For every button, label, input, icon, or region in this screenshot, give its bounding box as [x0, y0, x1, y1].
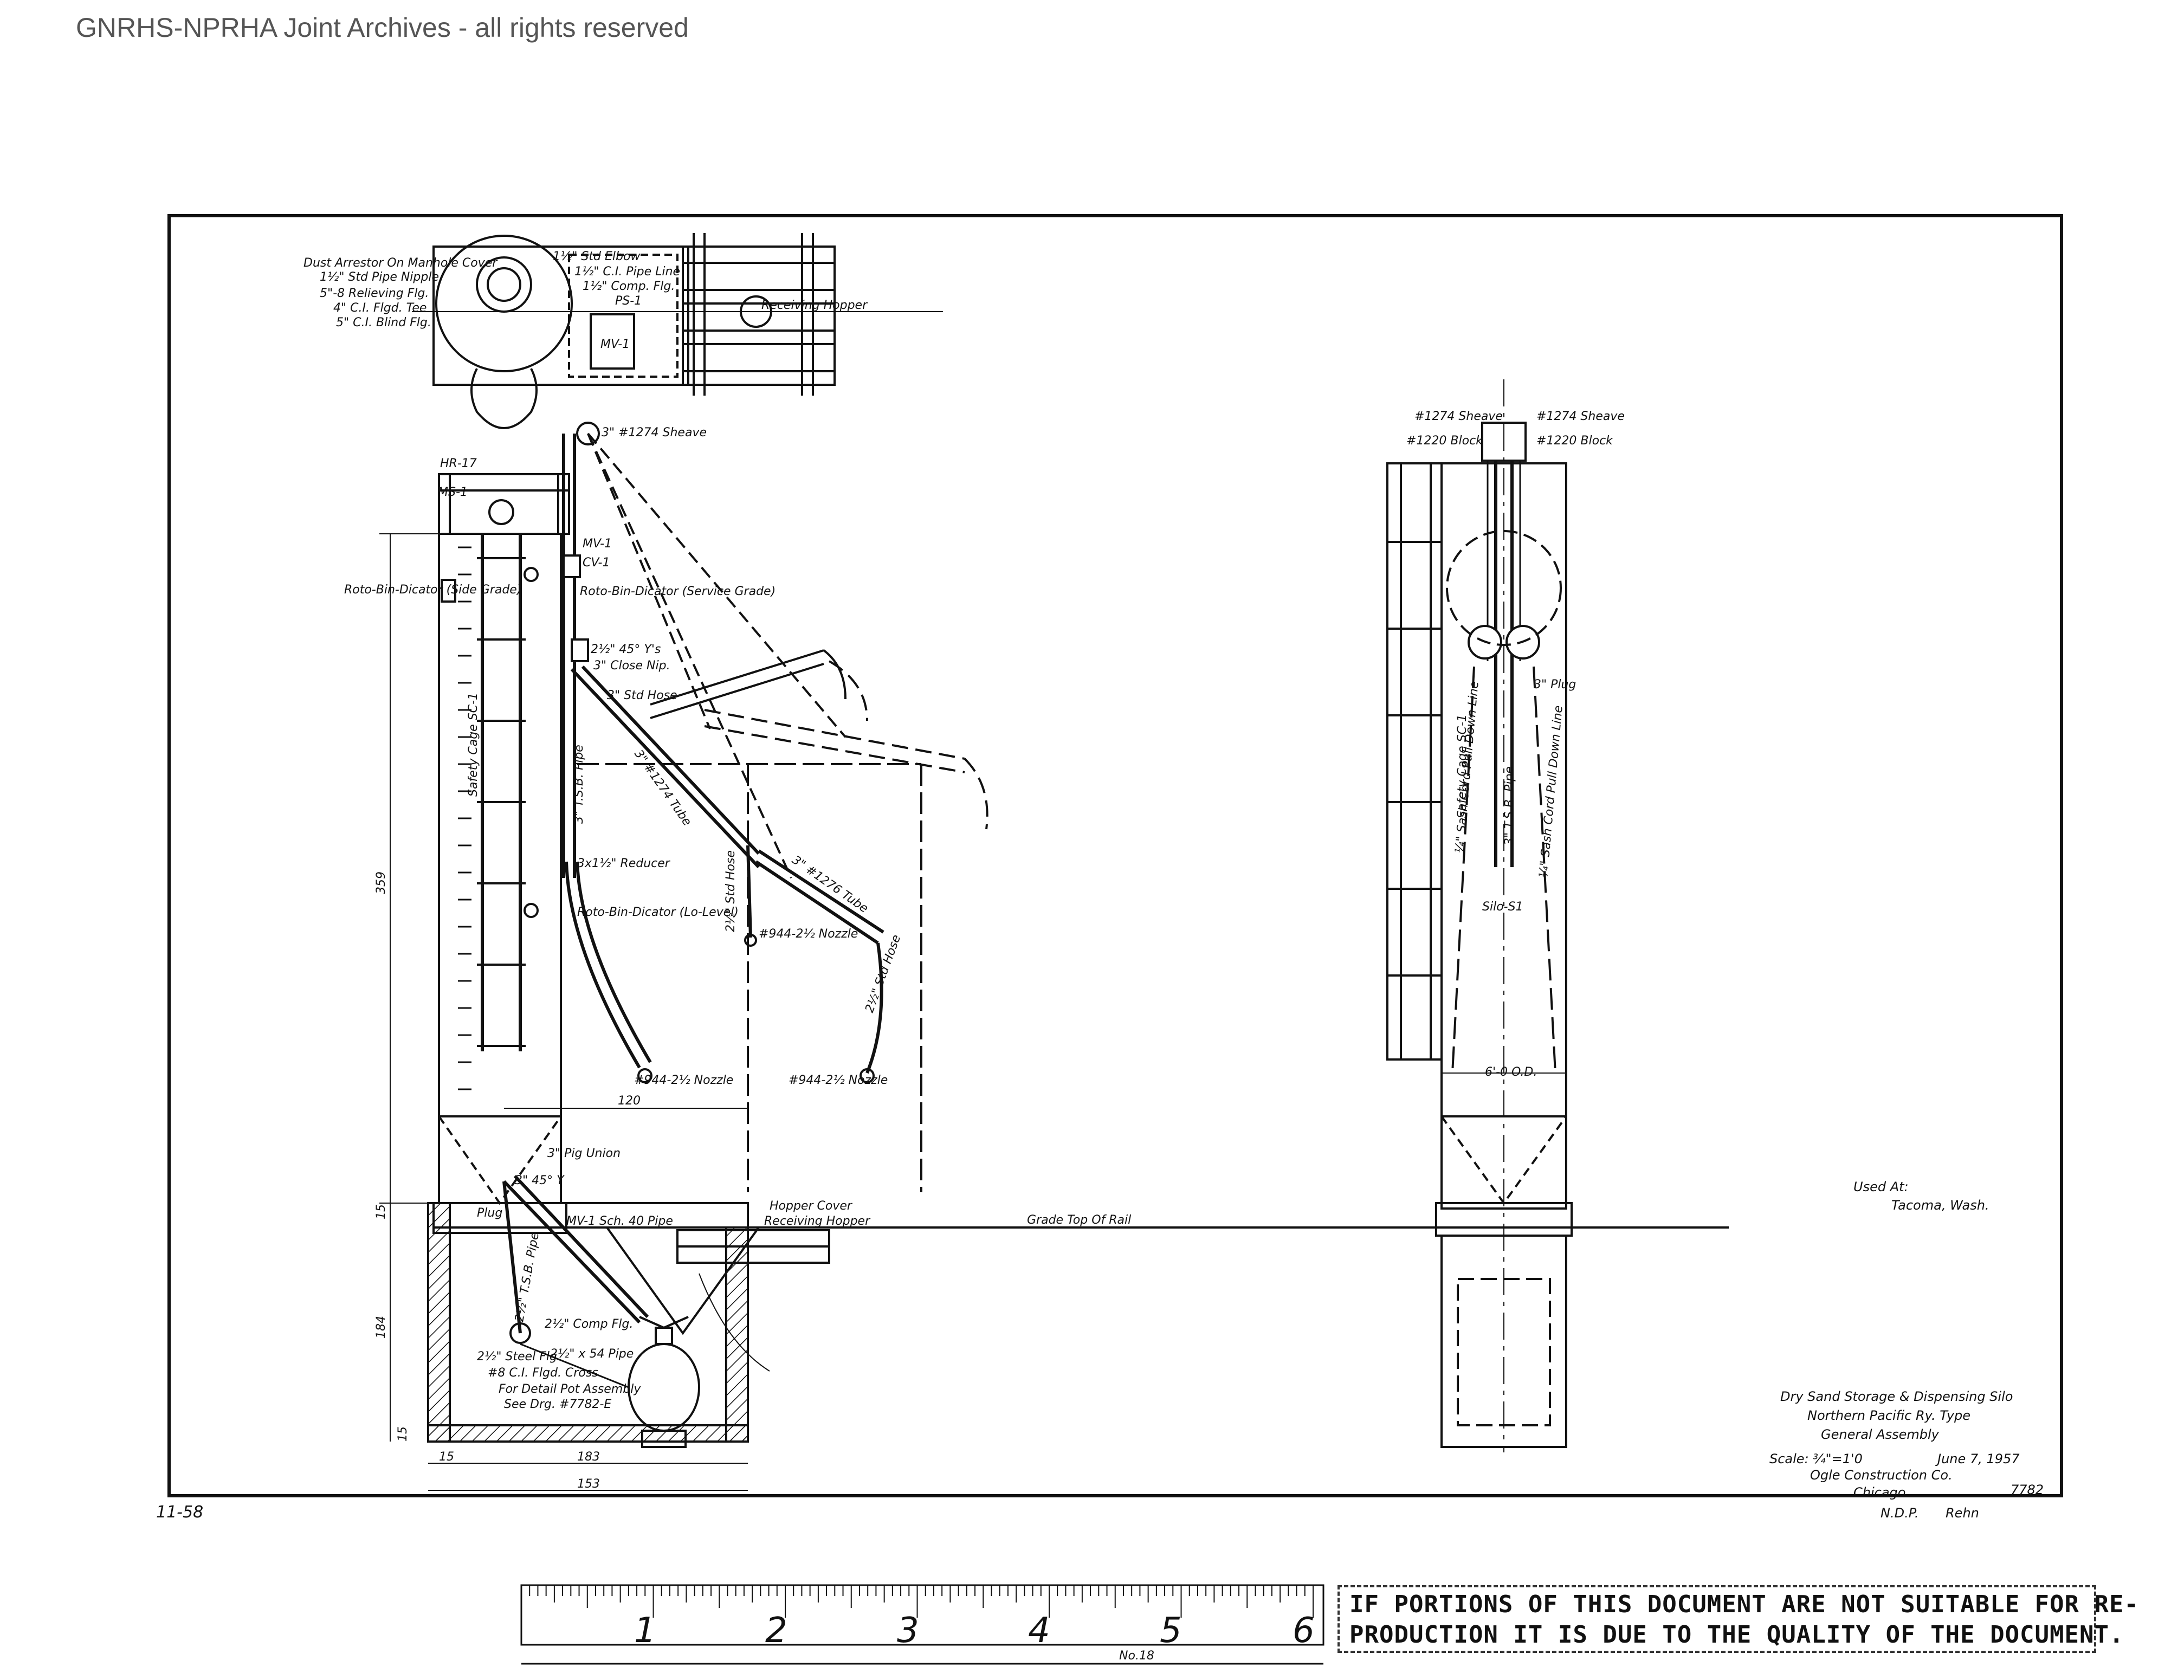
label-steel-flg: 2½" Steel Flg. [477, 1350, 561, 1364]
title-drawing-no: 7782 [2011, 1482, 2044, 1497]
drawing-border [167, 214, 2063, 1497]
label-safety-cage: Safety Cage SC-1 [467, 693, 480, 797]
label-comp-flg: 1½" Comp. Flg. [583, 280, 675, 293]
silo-plan-circle [435, 235, 573, 372]
hose-to-nozzle [565, 861, 652, 1083]
label-reducer: 3x1½" Reducer [577, 857, 671, 870]
tag-ps1: PS-1 [615, 294, 642, 308]
label-hopper-cover: Hopper Cover [770, 1199, 853, 1213]
label-grade-rail: Grade Top Of Rail [1027, 1213, 1131, 1227]
label-sheave-l: #1274 Sheave [1414, 410, 1503, 423]
label-flgd-tee: 4" C.I. Flgd. Tee [333, 301, 427, 315]
label-close-nipple: 1½" Std Pipe Nipple [320, 270, 439, 284]
label-sheave-top: 3" #1274 Sheave [602, 426, 707, 440]
label-pipe-254: 2½" x 54 Pipe [550, 1347, 634, 1361]
label-comp-flg-pit: 2½" Comp Flg. [545, 1317, 633, 1331]
reproduction-notice: IF PORTIONS OF THIS DOCUMENT ARE NOT SUI… [1337, 1585, 2139, 1653]
label-od: 6'-0 O.D. [1485, 1065, 1537, 1079]
ruler-inch-5: 5 [1160, 1611, 1182, 1651]
label-nozzle-3: #944-2½ Nozzle [789, 1074, 888, 1087]
label-tsb-pipe-vert: 2½" T.S.B. Pipe [513, 1231, 542, 1323]
notice-line-2: PRODUCTION IT IS DUE TO THE QUALITY OF T… [1349, 1621, 2124, 1649]
label-45-y: 3" 45° Y [515, 1174, 565, 1187]
label-pig-union: 3" Pig Union [547, 1147, 621, 1160]
label-tube-1276: 3" #1276 Tube [790, 853, 871, 915]
ruler-inch-1: 1 [634, 1611, 656, 1651]
tag-mv1-plan: MV-1 [600, 338, 630, 351]
title-line-2: Northern Pacific Ry. Type [1807, 1408, 1970, 1423]
dim-153: 153 [577, 1477, 600, 1491]
label-receiving-hopper: Receiving Hopper [764, 1214, 871, 1228]
title-city: Chicago [1853, 1485, 1905, 1500]
dim-183: 183 [577, 1450, 600, 1464]
title-checked: Rehn [1946, 1505, 1979, 1521]
title-line-3: General Assembly [1821, 1427, 1940, 1442]
ruler-inch-3: 3 [897, 1611, 919, 1651]
label-nozzle-1: #944-2½ Nozzle [759, 927, 858, 941]
label-pipe-line: 1½" C.I. Pipe Line [574, 265, 680, 279]
tag-ms1: MS-1 [438, 486, 468, 499]
label-elbow: 1½" Std Elbow [553, 250, 641, 263]
label-plug-side: 3" Plug [1534, 678, 1576, 692]
tag-cv1: CV-1 [583, 556, 610, 570]
label-flgd-cross: #8 C.I. Flgd. Cross [488, 1366, 598, 1380]
title-location: Tacoma, Wash. [1891, 1198, 1989, 1213]
ruler-inch-6: 6 [1293, 1611, 1315, 1651]
dim-15a: 15 [374, 1204, 388, 1219]
label-receiving-hopper-plan: Receiving Hopper [761, 299, 868, 312]
label-bin-dicator-side: Roto-Bin-Dicator (Side Grade) [344, 583, 521, 597]
side-safety-cage [1386, 462, 1443, 1061]
silo-elevation-body [438, 533, 562, 1204]
label-safety-cage-side: Safety Cage SC-1 [1456, 714, 1469, 818]
label-silo: Silo-S1 [1482, 900, 1523, 914]
plan-view [412, 233, 943, 429]
label-dust-arrestor: Dust Arrestor On Manhole Cover [303, 256, 498, 270]
ruler-model: No.18 [1119, 1649, 1154, 1663]
margin-note: 11-58 [156, 1503, 203, 1522]
label-close-nip: 3" Close Nip. [593, 659, 670, 673]
label-std-hose-2: 2½" Std Hose [724, 850, 738, 932]
receiving-hopper-grid [682, 233, 836, 396]
label-45-ys: 2½" 45° Y's [591, 643, 661, 656]
label-tsb-pipe-side: 3" T.S.B. Pipe [1503, 766, 1516, 845]
dim-120: 120 [618, 1094, 641, 1108]
label-block-r: #1220 Block [1536, 434, 1613, 448]
title-used-at: Used At: [1853, 1179, 1909, 1194]
label-sheave-r: #1274 Sheave [1536, 410, 1625, 423]
side-view [1360, 379, 1729, 1452]
notice-line-1: IF PORTIONS OF THIS DOCUMENT ARE NOT SUI… [1349, 1591, 2139, 1618]
title-company: Ogle Construction Co. [1810, 1468, 1953, 1483]
label-std-hose: 3" Std Hose [607, 689, 677, 702]
label-bin-dicator-hi: Roto-Bin-Dicator (Service Grade) [580, 585, 776, 598]
label-mv1-pipe: MV-1 Sch. 40 Pipe [566, 1214, 673, 1228]
title-date: June 7, 1957 [1935, 1451, 2020, 1466]
dim-15b: 15 [396, 1426, 410, 1442]
label-block-l: #1220 Block [1406, 434, 1483, 448]
tag-mv1: MV-1 [583, 537, 612, 551]
label-detail-2: See Drg. #7782-E [504, 1398, 611, 1411]
label-nozzle-2: #944-2½ Nozzle [634, 1074, 733, 1087]
archive-watermark: GNRHS-NPRHA Joint Archives - all rights … [76, 12, 689, 43]
dim-359: 359 [374, 871, 388, 894]
title-line-1: Dry Sand Storage & Dispensing Silo [1780, 1389, 2013, 1404]
tag-hr17: HR-17 [440, 457, 477, 470]
ruler-inch-4: 4 [1028, 1611, 1050, 1651]
sheave-top [576, 422, 600, 445]
ruler-inch-2: 2 [765, 1611, 787, 1651]
label-std-hose-3: 2½" Std Hose [863, 933, 903, 1015]
label-blind-flg: 5" C.I. Blind Flg. [336, 316, 431, 329]
scale-ruler [520, 1584, 1324, 1665]
safety-cage-ladder [477, 534, 526, 1051]
label-plug: Plug [477, 1206, 502, 1220]
title-scale: Scale: ¾"=1'0 [1769, 1451, 1863, 1466]
label-relieving-flg: 5"-8 Relieving Flg. [320, 287, 429, 300]
label-detail-1: For Detail Pot Assembly [499, 1382, 641, 1396]
label-bin-dicator-lo: Roto-Bin-Dicator (Lo-Level) [577, 906, 739, 919]
title-drawn-by: N.D.P. [1881, 1505, 1919, 1521]
elevation-view [379, 422, 1377, 1491]
dim-15c: 15 [439, 1450, 454, 1464]
label-tsb-pipe: 3" T.S.B. Pipe [572, 745, 586, 824]
dim-184: 184 [374, 1316, 388, 1339]
